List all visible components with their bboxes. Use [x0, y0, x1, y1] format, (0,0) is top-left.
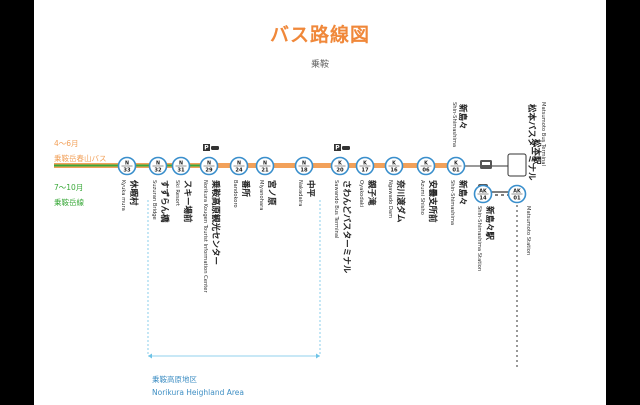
terminal-name-ja: 松本バスターミナル	[526, 104, 537, 181]
stop-name-en: Nakadaira	[297, 180, 303, 206]
area-name-ja: 乗鞍高原地区	[152, 374, 197, 384]
stop-name-en: Miyanohara	[258, 180, 264, 210]
stop-name-en: Bandokoro	[232, 180, 238, 208]
stop-code-number: 32	[154, 168, 162, 174]
stop-name-ja-upper: 新島々	[457, 104, 468, 130]
stop-name-ja: 宮ノ原	[266, 180, 277, 206]
stop-code-number: 14	[479, 196, 487, 202]
stop-name-ja: 休暇村	[128, 179, 139, 206]
bus-stop-K17: K17	[355, 156, 375, 176]
stop-code-number: 16	[390, 168, 398, 174]
stop-code-number: 01	[513, 196, 521, 202]
station-name-ja: 松本駅	[531, 139, 542, 165]
stop-code-letter: K	[338, 161, 342, 167]
stop-name-en: Shin-Shimashima	[449, 180, 455, 225]
stop-code-letter: AK	[513, 189, 521, 195]
stop-name-en: Ski Resort	[174, 180, 180, 206]
stop-name-ja: すずらん橋	[159, 180, 170, 223]
bus-stop-K06: K06	[416, 156, 436, 176]
stop-code-letter: K	[424, 161, 428, 167]
stop-code-number: 29	[205, 168, 213, 174]
stop-code-letter: K	[363, 161, 367, 167]
station-name-en: Shin-Shimashima Station	[476, 206, 482, 271]
stop-code-number: 20	[336, 168, 344, 174]
bus-stop-K01: K01	[446, 156, 466, 176]
stop-name-ja: 奈川渡ダム	[395, 179, 406, 223]
stop-name-en: Ngawado Dam	[387, 180, 393, 218]
stop-code-letter: N	[263, 161, 267, 167]
stop-code-letter: AK	[479, 189, 487, 195]
bus-stop-K16: K16	[384, 156, 404, 176]
stop-name-en: Azumi Shisho	[419, 180, 425, 215]
stop-code-letter: K	[392, 161, 396, 167]
stop-code-letter: K	[454, 161, 458, 167]
stop-name-ja: 番所	[240, 179, 251, 198]
terminal-box	[507, 153, 527, 177]
stop-code-number: 06	[422, 168, 430, 174]
stop-code-number: 21	[261, 168, 269, 174]
stop-name-ja: 安曇支所前	[427, 180, 438, 223]
route-season-label: 4〜6月	[54, 139, 79, 148]
page-subtitle: 乗鞍	[310, 60, 329, 70]
stop-name-en-upper: Shin-Shimashima	[451, 102, 457, 147]
stop-name-en: Norikura Kougen Tourist Information Cent…	[202, 180, 208, 293]
parking-letter: P	[335, 145, 340, 152]
route-name-label: 乗鞍岳春山バス	[54, 153, 107, 163]
stop-code-number: 24	[235, 168, 243, 174]
bus-stop-N33: N33	[117, 156, 137, 176]
route-season-label: 7〜10月	[54, 183, 83, 192]
stop-code-letter: N	[179, 161, 183, 167]
bus-stop-N31: N31	[171, 156, 191, 176]
car-icon	[211, 146, 219, 150]
stop-name-ja: 中平	[305, 180, 316, 198]
bus-stop-N18: N18	[294, 156, 314, 176]
parking-icon: P	[203, 144, 210, 152]
stop-code-letter: N	[207, 161, 211, 167]
stop-code-letter: N	[125, 161, 129, 167]
stop-code-number: 17	[361, 168, 369, 174]
area-arrow-right	[316, 353, 320, 359]
stop-code-number: 31	[177, 168, 185, 174]
bus-stop-N24: N24	[229, 156, 249, 176]
terminal-name-en: Matsumoto Bus Terminal	[540, 102, 546, 166]
car-icon	[342, 146, 350, 150]
stop-name-en: Suzuran Bridge	[151, 180, 157, 220]
station-name-ja: 新島々駅	[484, 206, 495, 241]
stop-name-en: Sawando Bus Terminal	[333, 180, 339, 238]
stop-name-en: Kyuka mura	[120, 180, 126, 211]
parking-letter: P	[204, 145, 209, 152]
station-name-en: Matsumoto Station	[525, 206, 531, 255]
bus-stop-N29: N29	[199, 156, 219, 176]
stop-code-letter: N	[237, 161, 241, 167]
bus-stop-K20: K20	[330, 156, 350, 176]
area-arrow-left	[148, 353, 152, 359]
area-name-en: Norikura Heighland Area	[152, 388, 244, 397]
stop-name-ja: さわんどバスターミナル	[341, 180, 352, 274]
bus-stop-N32: N32	[148, 156, 168, 176]
page-title: バス路線図	[269, 24, 370, 46]
bus-stop-N21: N21	[255, 156, 275, 176]
parking-icon: P	[334, 144, 341, 152]
stop-name-ja: 親子滝	[366, 180, 377, 206]
bus-icon	[480, 160, 492, 169]
stop-code-number: 01	[452, 168, 460, 174]
stop-code-letter: N	[302, 161, 306, 167]
stop-code-letter: N	[156, 161, 160, 167]
stop-name-ja: スキー場前	[182, 180, 193, 223]
stop-code-number: 18	[300, 168, 308, 174]
stop-name-ja: 乗鞍高原観光センター	[210, 179, 221, 265]
stop-code-number: 33	[123, 168, 131, 174]
stop-name-ja: 新島々	[457, 180, 468, 206]
route-name-label: 乗鞍岳線	[54, 197, 84, 207]
stop-name-en: Oyakodaki	[358, 180, 364, 207]
